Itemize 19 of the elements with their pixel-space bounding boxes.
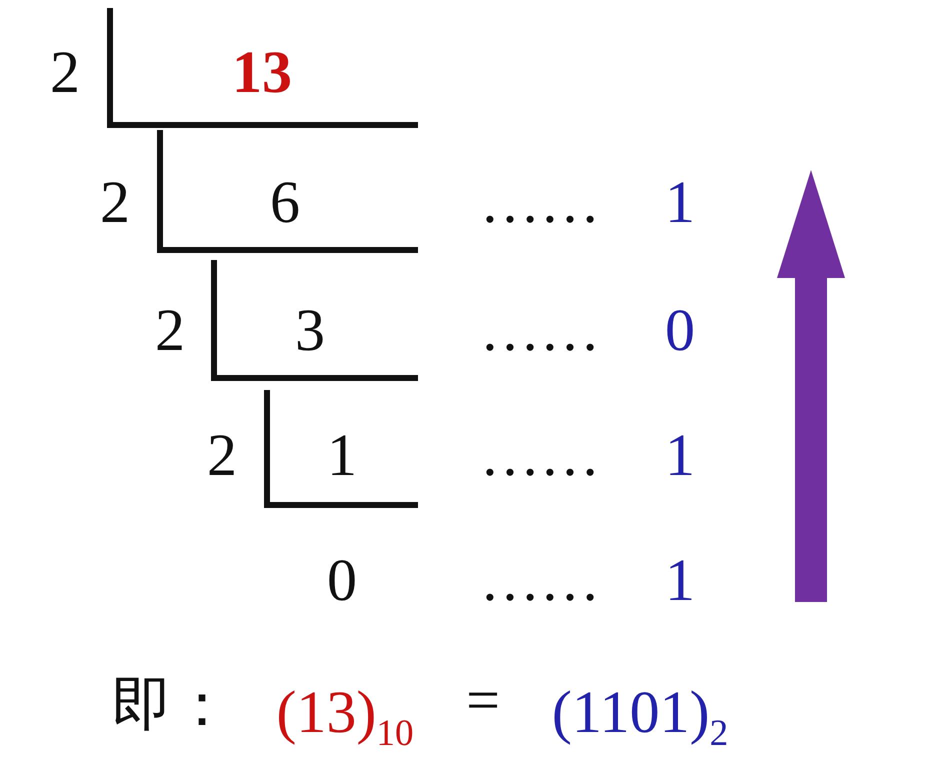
ellipsis-dots: …… <box>480 172 600 232</box>
divisor-number: 2 <box>207 425 237 485</box>
quotient-number: 1 <box>327 425 357 485</box>
remainder-digit: 1 <box>665 425 695 485</box>
remainder-digit: 1 <box>665 550 695 610</box>
equals-sign: = <box>466 670 500 730</box>
ellipsis-dots: …… <box>480 425 600 485</box>
quotient-number: 3 <box>295 300 325 360</box>
ellipsis-dots: …… <box>480 550 600 610</box>
divisor-number: 2 <box>50 42 80 102</box>
ellipsis-dots: …… <box>480 300 600 360</box>
divisor-number: 2 <box>100 172 130 232</box>
result-prefix: 即： <box>112 675 232 735</box>
quotient-number: 6 <box>270 172 300 232</box>
remainder-digit: 1 <box>665 172 695 232</box>
dividend-number: 13 <box>232 42 292 102</box>
remainder-digit: 0 <box>665 300 695 360</box>
quotient-number: 0 <box>327 550 357 610</box>
divisor-number: 2 <box>155 300 185 360</box>
